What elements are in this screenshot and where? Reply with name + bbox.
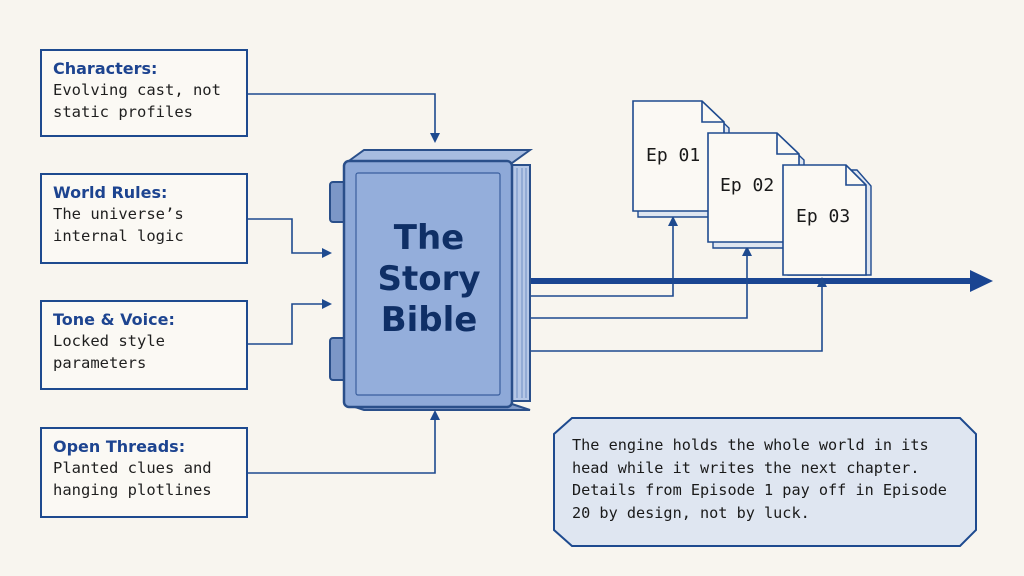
- episode-1-feed-line: [530, 216, 678, 297]
- world-rules-description: The universe’s internal logic: [53, 205, 184, 245]
- episode-document-2: [707, 132, 805, 249]
- characters-connector: [248, 93, 440, 143]
- episode-2-feed-line: [530, 246, 752, 319]
- open-threads-box: Open Threads: Planted clues and hanging …: [40, 427, 248, 518]
- open-threads-title: Open Threads:: [53, 437, 186, 456]
- world-rules-connector: [248, 218, 332, 258]
- book-cover-panel: [355, 172, 501, 396]
- note-text: The engine holds the whole world in its …: [572, 436, 947, 522]
- tone-voice-box: Tone & Voice: Locked style parameters: [40, 300, 248, 390]
- characters-description: Evolving cast, not static profiles: [53, 81, 221, 121]
- story-bible-title: The Story Bible: [377, 218, 481, 340]
- open-threads-description: Planted clues and hanging plotlines: [53, 459, 212, 499]
- tone-voice-description: Locked style parameters: [53, 332, 165, 372]
- note-callout: [553, 417, 977, 547]
- tone-voice-title: Tone & Voice:: [53, 310, 175, 329]
- world-rules-title: World Rules:: [53, 183, 168, 202]
- world-rules-box: World Rules: The universe’s internal log…: [40, 173, 248, 264]
- episode-2-label: Ep 02: [720, 175, 775, 196]
- timeline-arrowhead: [970, 270, 993, 292]
- episode-document-1: [632, 100, 730, 218]
- episode-3-feed-line: [529, 277, 827, 352]
- episode-document-3: [782, 164, 872, 276]
- episode-1-label: Ep 01: [646, 145, 701, 166]
- characters-title: Characters:: [53, 59, 158, 78]
- episode-3-label: Ep 03: [796, 206, 851, 227]
- tone-voice-connector: [248, 299, 332, 345]
- story-bible-book: [329, 149, 534, 411]
- characters-box: Characters: Evolving cast, not static pr…: [40, 49, 248, 137]
- open-threads-connector: [248, 410, 440, 474]
